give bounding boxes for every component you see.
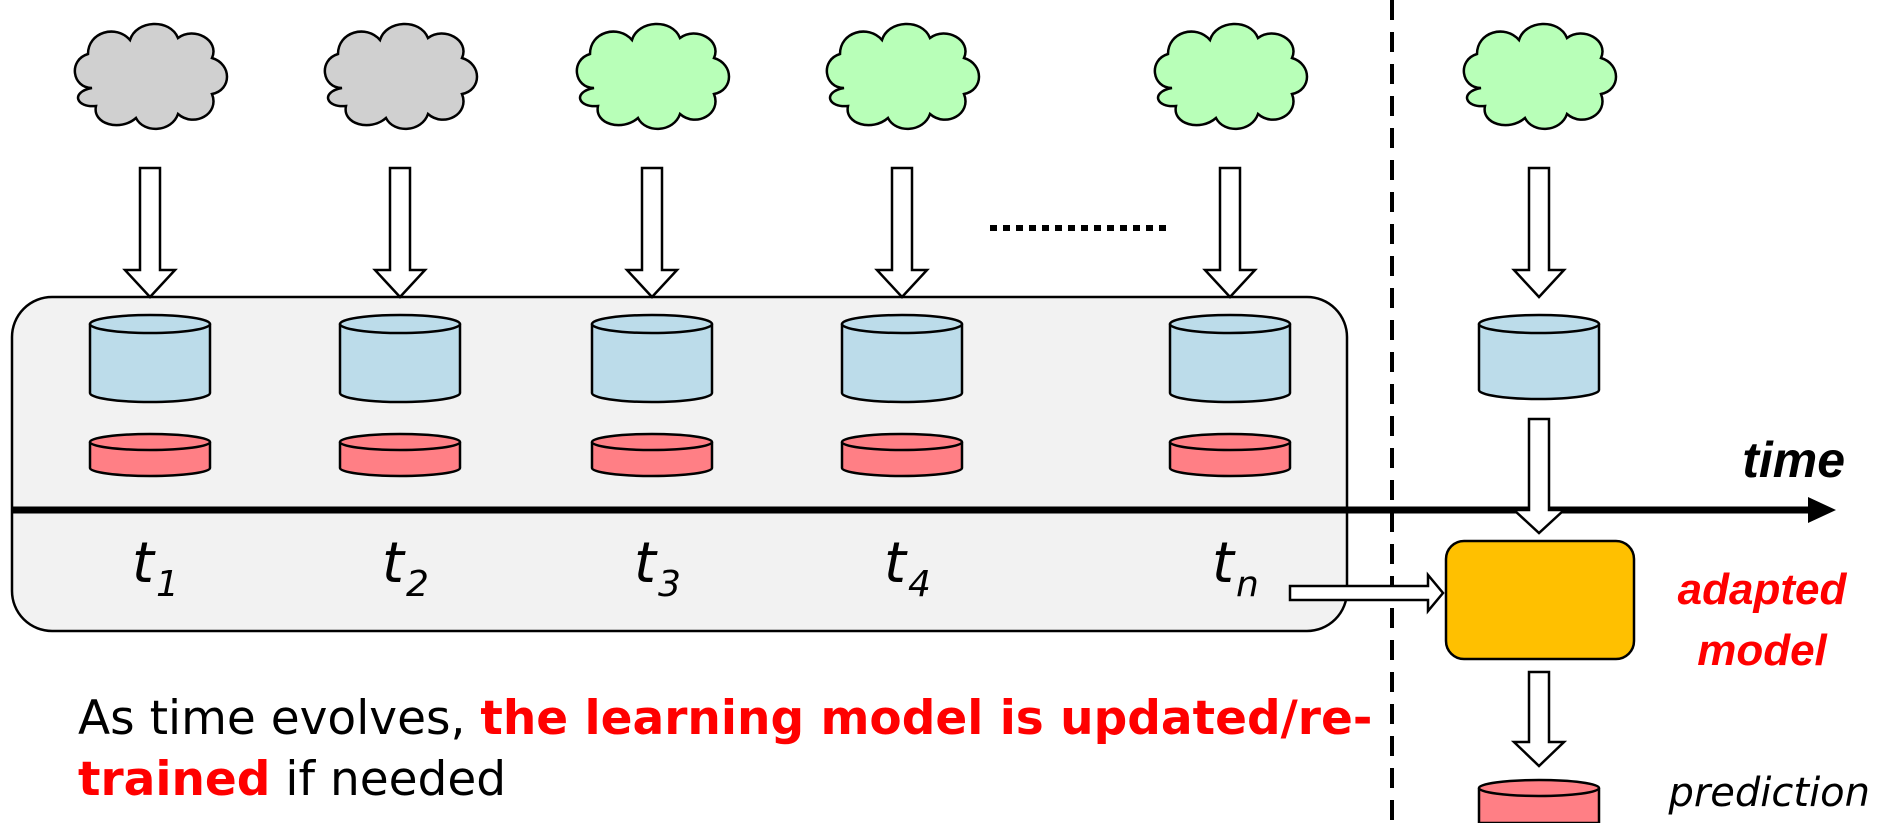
current-data-cylinder <box>1477 313 1601 401</box>
time-axis-label: time <box>1742 432 1845 488</box>
timestep-column: tn <box>1153 22 1309 605</box>
timestep-column: t2 <box>323 22 479 605</box>
cloud-icon <box>73 22 229 131</box>
arrow-down-icon <box>624 166 680 299</box>
current-data-column <box>1462 22 1618 535</box>
cloud-icon <box>1153 22 1309 131</box>
model-to-prediction-arrow <box>1510 670 1568 768</box>
timestep-label: t2 <box>382 531 429 605</box>
label-database-icon <box>88 432 212 478</box>
database-icon <box>88 313 212 404</box>
caption-part2: if needed <box>270 752 507 807</box>
window-to-model-arrow <box>1288 571 1445 615</box>
arrow-down-icon <box>1202 166 1258 299</box>
caption-text: As time evolves, the learning model is u… <box>78 688 1378 810</box>
timestep-label: t3 <box>634 531 681 605</box>
prediction-cylinder <box>1477 778 1601 823</box>
label-database-icon <box>1168 432 1292 478</box>
label-database-icon <box>840 432 964 478</box>
label-database-icon <box>338 432 462 478</box>
database-icon <box>590 313 714 404</box>
cloud-icon <box>575 22 731 131</box>
to-model-arrow <box>1510 417 1568 535</box>
timestep-label: t4 <box>884 531 931 605</box>
arrow-down-icon <box>874 166 930 299</box>
time-axis-arrowhead <box>1808 497 1836 523</box>
database-icon <box>840 313 964 404</box>
caption-part1: As time evolves, <box>78 691 481 746</box>
caption-highlight: the learning model is updated/re-trained <box>78 691 1373 807</box>
timestep-column: t3 <box>575 22 731 605</box>
timestep-columns: t1 t2 t3 t4 tn <box>73 22 1309 605</box>
database-icon <box>338 313 462 404</box>
cloud-icon <box>323 22 479 131</box>
current-arrow-down <box>1511 166 1567 299</box>
timestep-column: t1 <box>73 22 229 605</box>
timestep-column: t4 <box>825 22 981 605</box>
arrow-down-icon <box>122 166 178 299</box>
cloud-icon <box>825 22 981 131</box>
model-label-line1: adapted <box>1678 565 1848 614</box>
timestep-label: t1 <box>132 531 179 605</box>
model-label-line2: model <box>1697 626 1827 675</box>
arrow-down-icon <box>372 166 428 299</box>
prediction-label: prediction <box>1667 770 1870 816</box>
label-database-icon <box>590 432 714 478</box>
current-cloud <box>1462 22 1618 131</box>
adapted-model-box <box>1444 539 1636 661</box>
timestep-label: tn <box>1212 531 1259 605</box>
database-icon <box>1168 313 1292 404</box>
